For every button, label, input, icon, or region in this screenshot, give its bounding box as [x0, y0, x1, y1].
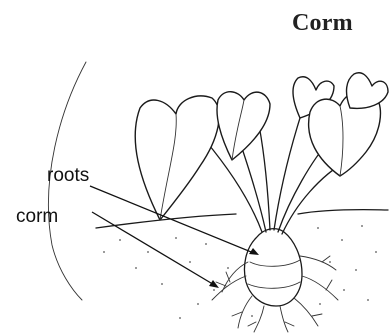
soil-surface-line [96, 210, 388, 228]
roots [212, 256, 338, 332]
soil-speckles [103, 225, 377, 319]
roots-label: roots [47, 165, 89, 187]
leaf [135, 96, 219, 220]
corm-pointer-head [209, 280, 219, 288]
corm-pointer-line [92, 212, 216, 286]
corm-rings [248, 260, 300, 288]
corm-label: corm [16, 206, 58, 228]
leaves [135, 73, 388, 220]
corm-shape [244, 229, 302, 306]
diagram-title: Corm [292, 10, 353, 37]
leaf [347, 73, 388, 109]
